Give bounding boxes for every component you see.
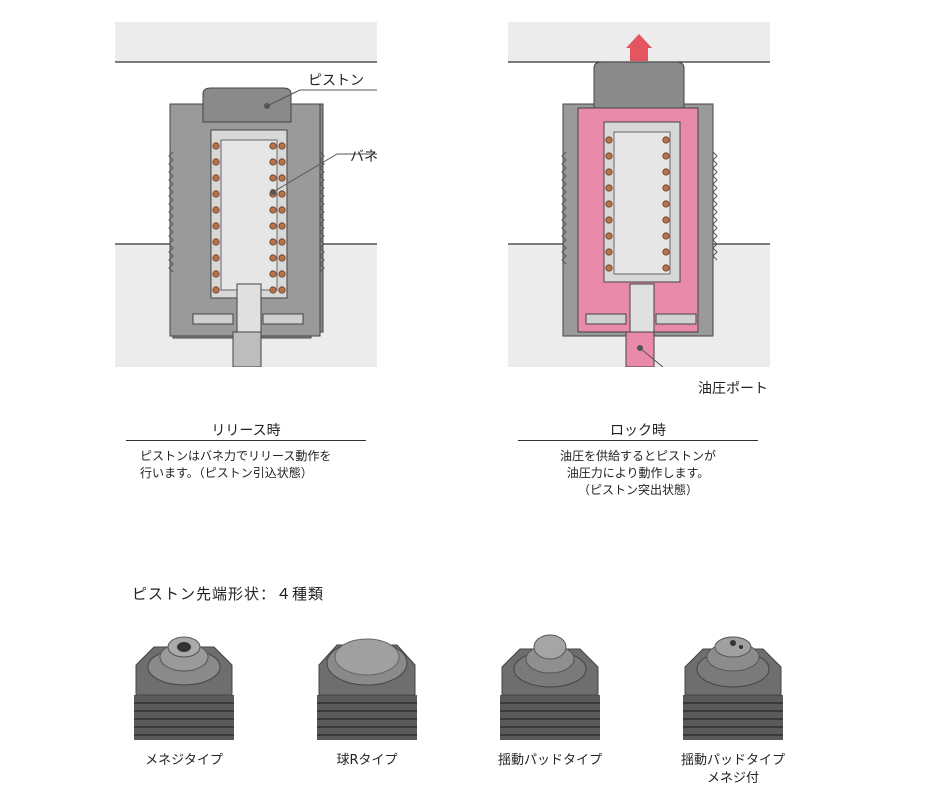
- shapes-title: ピストン先端形状：４種類: [132, 585, 325, 603]
- lock-desc-line2: 油圧力により動作します。: [566, 466, 710, 480]
- release-diagram: [115, 22, 377, 367]
- release-desc-line2: 行います。（ピストン引込状態）: [140, 466, 313, 480]
- spring-callout-label: バネ: [350, 149, 378, 165]
- release-desc-line1: ピストンはバネ力でリリース動作を: [140, 449, 332, 463]
- lock-desc-line1: 油圧を供給するとピストンが: [559, 449, 716, 463]
- lock-heading: ロック時: [610, 423, 666, 439]
- product-label-1: メネジタイプ: [145, 753, 223, 768]
- product-photo-spherical-r: [317, 638, 417, 740]
- product-label-3: 揺動パッドタイプ: [497, 753, 602, 768]
- product-label-4: 揺動パッドタイプ メネジ付: [680, 753, 785, 786]
- release-description: ピストンはバネ力でリリース動作を 行います。（ピストン引込状態）: [140, 448, 331, 482]
- lock-description: 油圧を供給するとピストンが 油圧力により動作します。 （ピストン突出状態）: [518, 448, 758, 499]
- lock-desc-line3: （ピストン突出状態）: [577, 483, 698, 497]
- product-label-2: 球Rタイプ: [336, 753, 398, 768]
- release-heading: リリース時: [211, 423, 281, 439]
- product-photo-swing-pad: [500, 634, 600, 740]
- lock-rule: [518, 440, 758, 441]
- release-rule: [126, 440, 366, 441]
- product-photo-female-thread: [134, 636, 234, 740]
- product-photo-swing-pad-female-thread: [683, 636, 783, 740]
- lock-diagram: [508, 22, 770, 367]
- piston-callout-label: ピストン: [308, 73, 364, 89]
- oil-port-callout-label: 油圧ポート: [698, 381, 768, 397]
